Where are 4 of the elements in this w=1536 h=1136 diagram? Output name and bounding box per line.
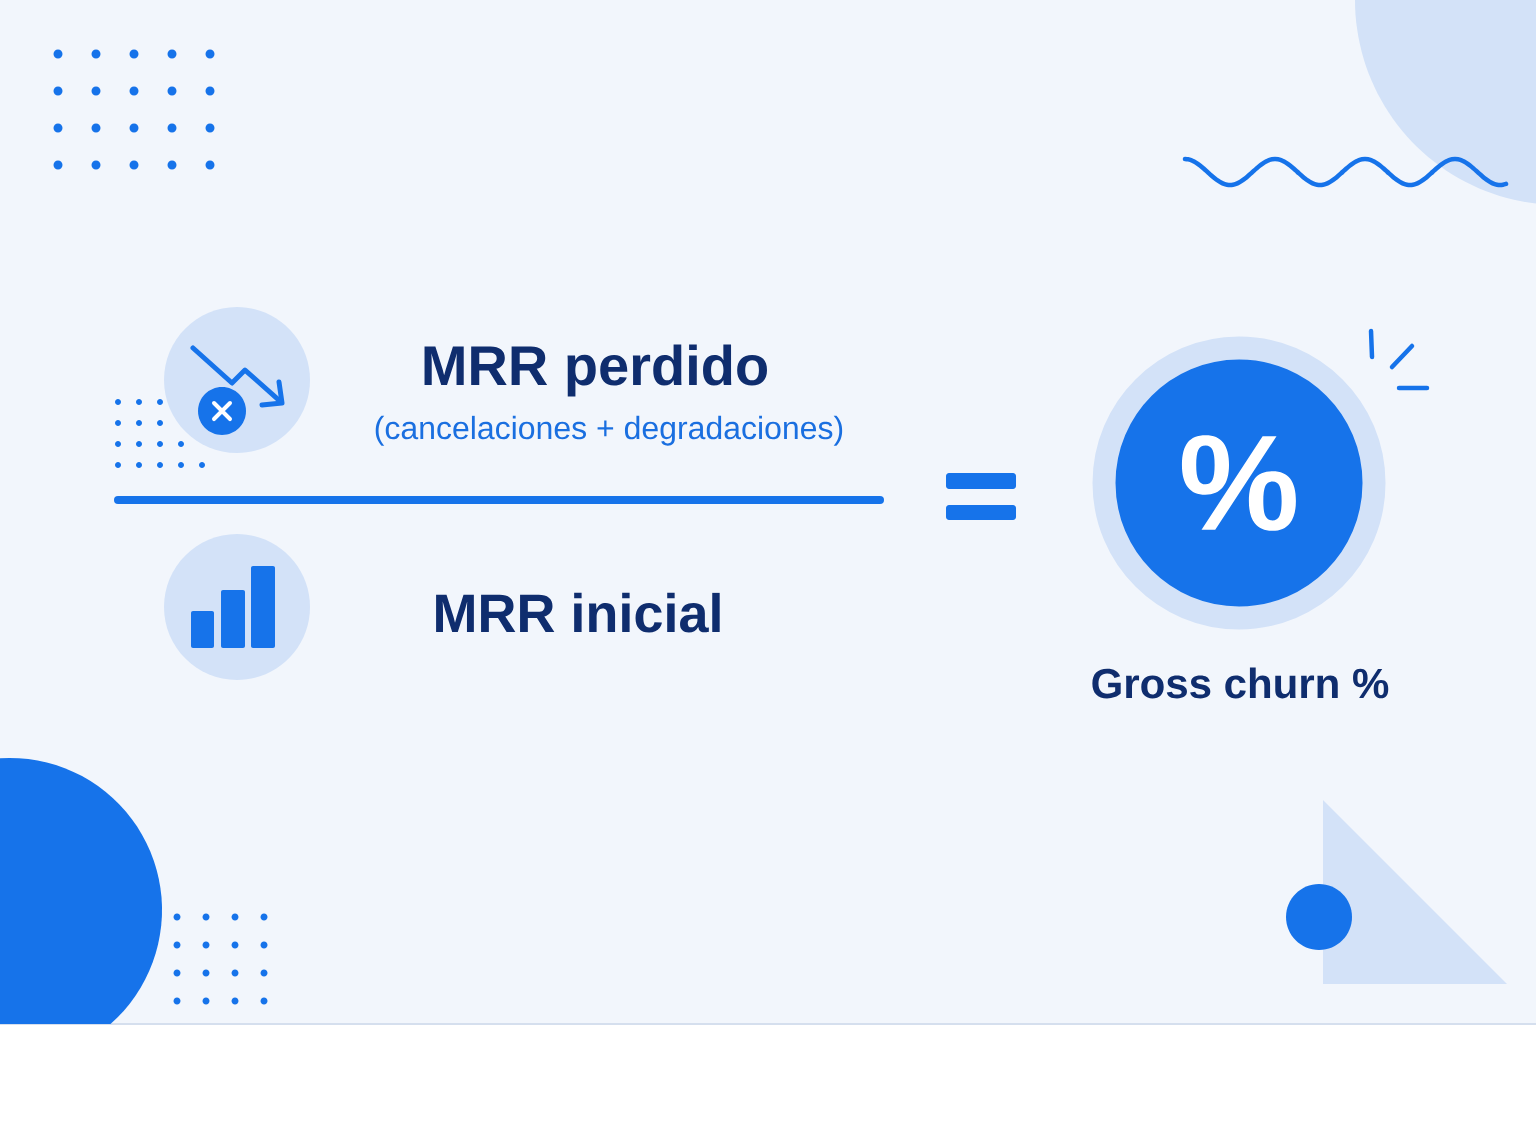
formula-term: MRR inicial: [436, 592, 720, 633]
formula-note: (cancelaciones + degradaciones): [375, 415, 843, 446]
result-label: Gross churn %: [1092, 667, 1389, 699]
formula-term: MRR perdido: [424, 344, 767, 397]
